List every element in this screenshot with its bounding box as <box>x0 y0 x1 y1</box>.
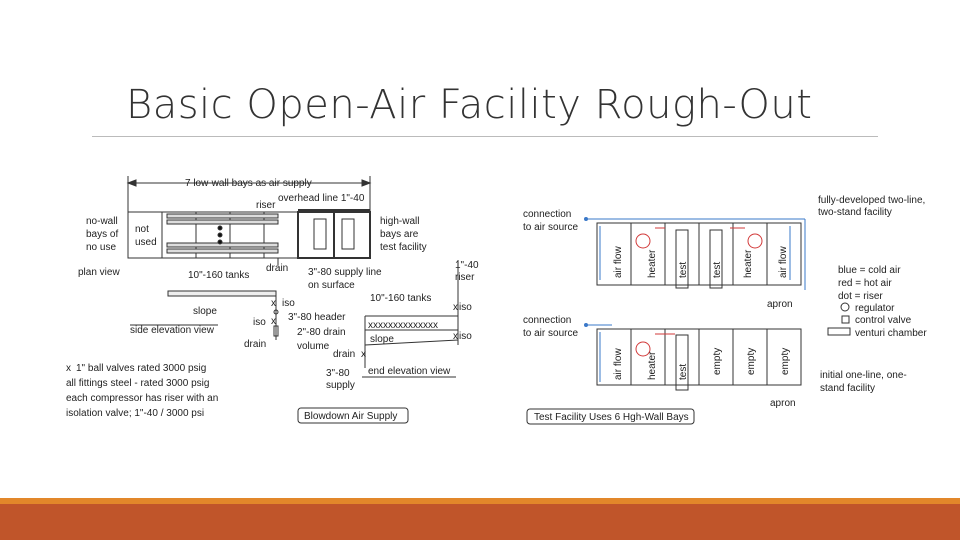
label-riser-right-1: 1"-40 <box>455 260 479 271</box>
label-apron-top: apron <box>767 299 793 310</box>
top-bay-5: heater <box>743 249 754 278</box>
valve-x-icon: x <box>453 331 458 342</box>
riser-dot-icon <box>584 323 588 327</box>
label-initial-2: stand facility <box>820 383 875 394</box>
bottom-bay-6: empty <box>780 348 791 375</box>
label-no-wall-1: no-wall <box>86 216 118 227</box>
label-high-wall-2: bays are <box>380 229 419 240</box>
title-divider <box>92 136 878 137</box>
legend-regulator: regulator <box>855 303 895 314</box>
label-not-used-2: used <box>135 237 157 248</box>
top-bay-2: heater <box>647 249 658 278</box>
label-fully-developed-2: two-stand facility <box>818 207 892 218</box>
valve-x-icon: x <box>271 316 276 327</box>
legend-riser: dot = riser <box>838 291 883 302</box>
label-top-dimension: 7 low-wall bays as air supply <box>185 178 312 189</box>
label-iso-b: iso <box>459 302 472 313</box>
note-line-4: isolation valve; 1"-40 / 3000 psi <box>66 408 204 419</box>
label-drain-top: drain <box>266 263 288 274</box>
bottom-bay-4: empty <box>712 348 723 375</box>
label-overhead-line: overhead line 1"-40 <box>278 193 365 204</box>
label-no-wall-2: bays of <box>86 229 118 240</box>
label-end-elevation: end elevation view <box>368 366 451 377</box>
legend-venturi: venturi chamber <box>855 328 927 339</box>
label-high-wall-1: high-wall <box>380 216 419 227</box>
label-iso-a: iso <box>282 298 295 309</box>
label-high-wall-3: test facility <box>380 242 427 253</box>
label-supply-line-1: 3"-80 supply line <box>308 267 382 278</box>
bottom-bay-3: test <box>678 364 689 380</box>
label-drain-volume-2: volume <box>297 341 330 352</box>
label-supply-bottom-2: supply <box>326 380 355 391</box>
label-supply-line-2: on surface <box>308 280 355 291</box>
label-header: 3"-80 header <box>288 312 346 323</box>
caption-blowdown: Blowdown Air Supply <box>304 411 397 422</box>
label-supply-bottom-1: 3"-80 <box>326 368 350 379</box>
legend-cold-air: blue = cold air <box>838 265 901 276</box>
label-connection-top-2: to air source <box>523 222 578 233</box>
label-iso-c: iso <box>253 317 266 328</box>
label-drain-low: drain <box>244 339 266 350</box>
valve-row-icon: xxxxxxxxxxxxxx <box>368 320 438 331</box>
note-line-1-icon: x <box>66 363 71 374</box>
footer-accent-bar <box>0 498 960 504</box>
bottom-bay-1: air flow <box>613 348 624 380</box>
valve-x-icon: x <box>361 349 366 360</box>
label-iso-d: iso <box>459 331 472 342</box>
label-no-wall-3: no use <box>86 242 116 253</box>
label-not-used-1: not <box>135 224 149 235</box>
label-connection-bottom-1: connection <box>523 315 571 326</box>
label-connection-bottom-2: to air source <box>523 328 578 339</box>
label-drain-volume-1: 2"-80 drain <box>297 327 346 338</box>
bottom-bay-5: empty <box>746 348 757 375</box>
label-plan-view: plan view <box>78 267 120 278</box>
top-bay-1: air flow <box>613 246 624 278</box>
top-bay-6: air flow <box>778 246 789 278</box>
label-apron-bottom: apron <box>770 398 796 409</box>
caption-test-facility: Test Facility Uses 6 Hgh-Wall Bays <box>534 412 689 423</box>
label-fully-developed-1: fully-developed two-line, <box>818 195 925 206</box>
label-drain-mid: drain <box>333 349 355 360</box>
bottom-bay-2: heater <box>647 351 658 380</box>
top-bay-4: test <box>712 262 723 278</box>
slide-title: Basic Open-Air Facility Rough-Out <box>126 82 813 128</box>
left-diagram <box>126 176 459 424</box>
legend-hot-air: red = hot air <box>838 278 892 289</box>
label-tanks-1: 10"-160 tanks <box>188 270 249 281</box>
label-connection-top-1: connection <box>523 209 571 220</box>
label-slope-1: slope <box>193 306 217 317</box>
right-diagram <box>526 218 851 425</box>
valve-x-icon: x <box>271 298 276 309</box>
right-labels: connection to air source connection to a… <box>523 195 927 423</box>
footer-bar <box>0 504 960 540</box>
label-tanks-2: 10"-160 tanks <box>370 293 431 304</box>
left-labels: 7 low-wall bays as air supply riser over… <box>66 178 479 422</box>
legend-control-valve: control valve <box>855 315 912 326</box>
label-initial-1: initial one-line, one- <box>820 370 907 381</box>
note-line-1: 1" ball valves rated 3000 psig <box>76 363 206 374</box>
label-side-elevation: side elevation view <box>130 325 215 336</box>
valve-x-icon: x <box>453 302 458 313</box>
riser-dot-icon <box>584 217 588 221</box>
top-bay-3: test <box>678 262 689 278</box>
label-riser: riser <box>256 200 276 211</box>
note-line-3: each compressor has riser with an <box>66 393 218 404</box>
note-line-2: all fittings steel - rated 3000 psig <box>66 378 209 389</box>
label-riser-right-2: riser <box>455 272 475 283</box>
label-slope-2: slope <box>370 334 394 345</box>
